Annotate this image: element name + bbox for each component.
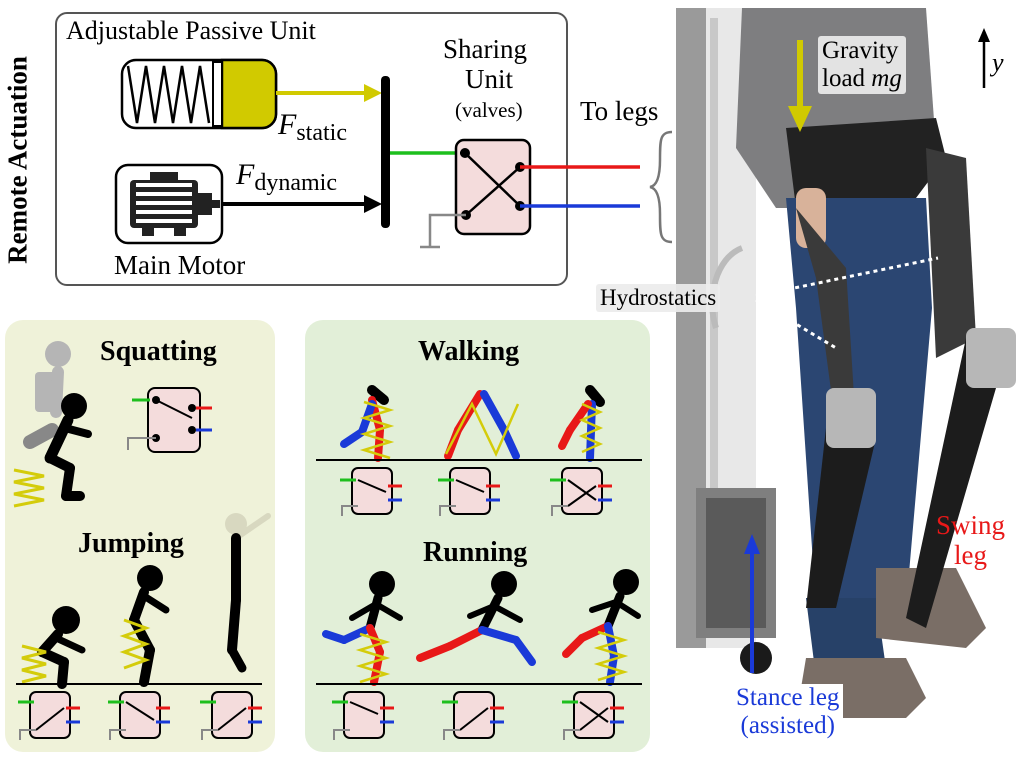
passive-unit-label: Adjustable Passive Unit	[66, 16, 316, 45]
walking-valves	[340, 467, 612, 516]
sharing-unit-valve	[454, 138, 532, 236]
f-static-label: Fstatic	[278, 108, 347, 146]
summing-bar	[381, 76, 390, 228]
photo-illustration	[676, 8, 1030, 748]
gravity-label: Gravity load mg	[818, 36, 906, 94]
main-motor-label: Main Motor	[114, 250, 246, 280]
sharing-unit-title-2: Unit	[465, 64, 514, 94]
legs-brace	[649, 130, 673, 244]
gravity-arrow	[788, 40, 812, 132]
running-valves	[332, 691, 624, 740]
sharing-unit-title-1: Sharing	[443, 34, 527, 64]
running-figures	[322, 569, 641, 686]
f-dynamic-arrow	[222, 195, 382, 213]
y-axis-label: y	[992, 48, 1004, 77]
f-dynamic-label: Fdynamic	[236, 158, 337, 196]
sharing-unit-subtitle: (valves)	[455, 98, 523, 122]
exoskeleton-photo	[676, 8, 1030, 748]
spring-icon	[126, 65, 211, 124]
gravity-line-2: load mg	[822, 65, 902, 93]
jump-valves	[18, 691, 262, 740]
photo-annotations	[744, 28, 990, 673]
running-title: Running	[423, 537, 528, 568]
swing-line-1: Swing	[936, 510, 1006, 540]
hydrostatics-pointer-2	[755, 298, 837, 350]
squatting-title: Squatting	[100, 336, 217, 367]
gravity-symbol: mg	[871, 65, 902, 92]
squat-valve	[127, 387, 212, 453]
hydrostatics-pointer-1	[755, 256, 939, 298]
swing-leg-label: Swing leg	[936, 510, 1005, 570]
f-dynamic-symbol: F	[236, 158, 255, 191]
squat-spring	[13, 468, 45, 508]
stance-line-1: Stance leg	[736, 684, 840, 711]
jumping-figures	[21, 513, 271, 689]
gravity-line-1: Gravity	[822, 37, 899, 64]
stance-arrow-head	[744, 534, 760, 554]
walking-title: Walking	[418, 336, 520, 367]
walk-run-illustration	[316, 385, 642, 740]
f-static-subscript: static	[296, 120, 347, 146]
squat-jump-illustration	[13, 341, 271, 740]
squatting-figure	[13, 341, 92, 508]
stance-line-2: (assisted)	[740, 712, 835, 739]
swing-line-2: leg	[954, 540, 988, 570]
stance-leg-label: Stance leg (assisted)	[732, 684, 844, 740]
f-static-symbol: F	[278, 108, 297, 141]
y-axis-arrow	[978, 28, 990, 88]
f-static-arrow	[276, 84, 382, 102]
remote-actuation-box	[55, 12, 568, 286]
to-legs-label: To legs	[580, 96, 659, 126]
f-dynamic-subscript: dynamic	[254, 170, 337, 196]
passive-unit	[120, 58, 278, 130]
jumping-title: Jumping	[78, 528, 184, 559]
actuation-schematic	[114, 58, 673, 249]
gravity-prefix: load	[822, 65, 872, 92]
motor-icon	[114, 163, 224, 245]
walking-figures	[340, 385, 605, 462]
hydrostatics-label: Hydrostatics	[596, 284, 721, 312]
ground-icon	[420, 213, 466, 249]
